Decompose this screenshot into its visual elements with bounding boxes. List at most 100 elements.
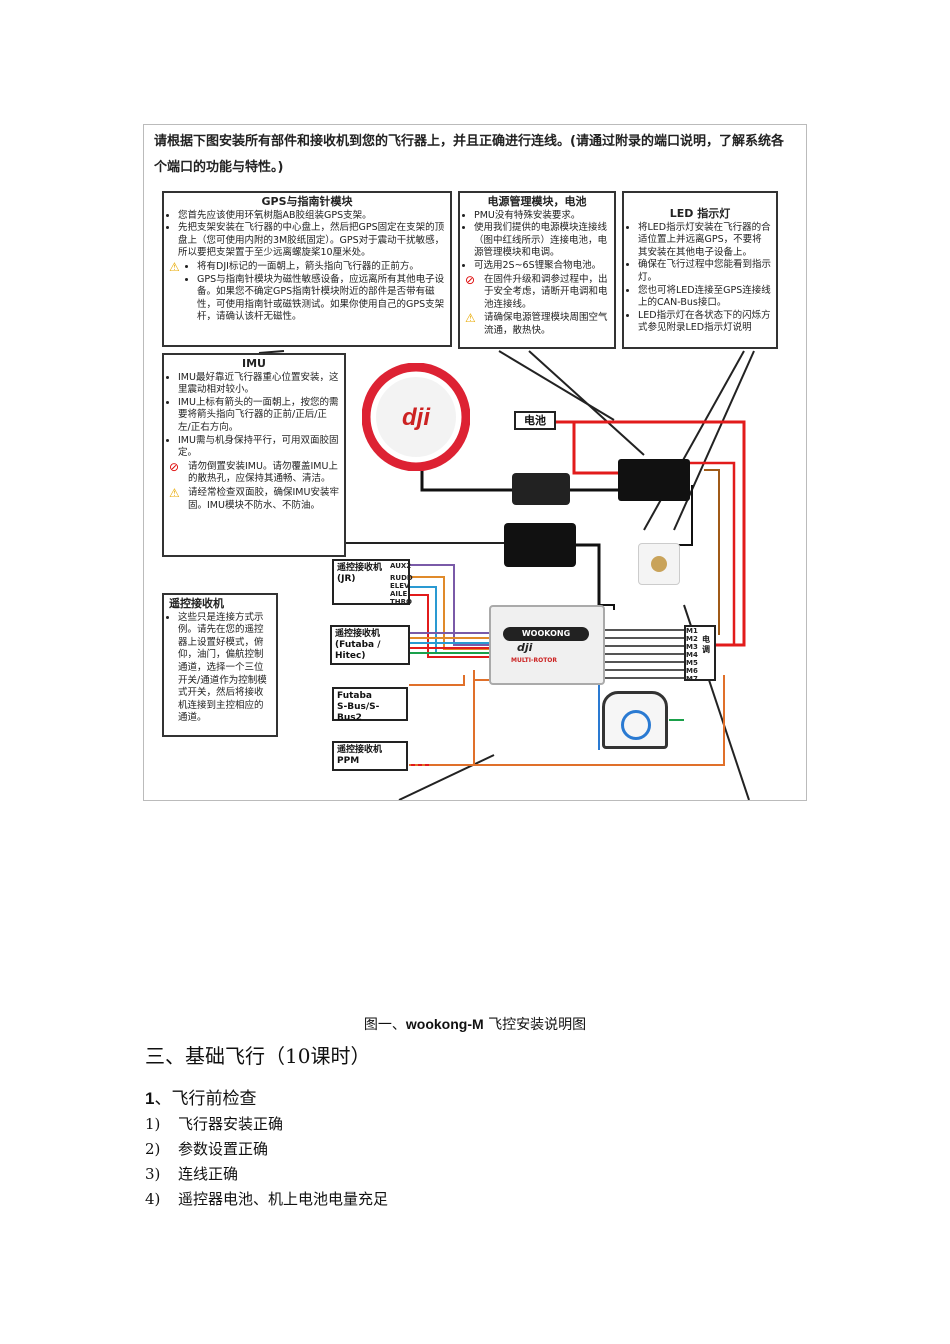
fc-sub: MULTI-ROTOR	[511, 657, 558, 664]
pmu-prohibit-text: 在固件升级和调参过程中，出于安全考虑，请断开电调和电池连接线。	[484, 273, 608, 310]
wiring-diagram: 请根据下图安装所有部件和接收机到您的飞行器上，并且正确进行连线。(请通过附录的端…	[143, 124, 807, 801]
led-bullet: 您也可将LED连接至GPS连接线上的CAN-Bus接口。	[638, 285, 771, 310]
preflight-checklist: 1) 飞行器安装正确 2) 参数设置正确 3) 连线正确 4) 遥控器电池、机上电池电量…	[145, 1112, 388, 1212]
esc-block: 电调	[684, 625, 716, 681]
power-cable	[556, 420, 746, 647]
gps-box-title: GPS与指南针模块	[261, 195, 353, 208]
esc-cable	[704, 469, 720, 635]
prohibit-icon: ⊘	[465, 272, 476, 287]
list-item: 2) 参数设置正确	[145, 1137, 388, 1162]
warning-icon: ⚠	[169, 485, 180, 500]
subsection-title: 1、飞行前检查	[145, 1084, 256, 1109]
leader-line	[498, 350, 615, 421]
pmu-unit	[618, 459, 690, 501]
warning-icon: ⚠	[169, 259, 180, 274]
gps-box: GPS与指南针模块 您首先应该使用环氧树脂AB胶组装GPS支架。 先把支架安装在…	[162, 191, 452, 347]
motor-port: M2	[686, 635, 698, 643]
figure-intro: 请根据下图安装所有部件和接收机到您的飞行器上，并且正确进行连线。(请通过附录的端…	[154, 134, 784, 175]
warning-icon: ⚠	[465, 311, 476, 326]
imu-bullet: IMU上标有箭头的一面朝上，按您的需要将箭头指向飞行器的正前/正后/正左/正右方…	[178, 397, 339, 435]
motor-port: M1	[686, 627, 698, 635]
jr-port: AUX2	[390, 562, 412, 570]
jr-port: AILE	[390, 590, 408, 598]
fc-brand-logo: dji	[517, 641, 533, 654]
rx-wire	[409, 564, 494, 646]
section-title: 三、基础飞行（10课时）	[145, 1044, 371, 1068]
gps-brand-logo: dji	[402, 404, 431, 431]
jr-port: ELEV	[390, 582, 410, 590]
rx-futaba-label: 遥控接收机 (Futaba / Hitec)	[330, 625, 410, 665]
imu-bullet: IMU最好靠近飞行器重心位置安装，这里震动相对较小。	[178, 372, 339, 397]
list-item: 3) 连线正确	[145, 1162, 388, 1187]
caption-prefix: 图一、	[363, 1017, 406, 1033]
wiring-lines	[258, 350, 755, 800]
caption-bold: wookong-M	[405, 1016, 484, 1032]
led-box-title: LED 指示灯	[669, 207, 731, 220]
imu-bullet: IMU需与机身保持平行，可用双面胶固定。	[178, 435, 339, 460]
motor-port: M5	[686, 659, 698, 667]
imu-unit	[504, 523, 576, 567]
pmu-bullet: 使用我们提供的电源模块连接线（图中红线所示）连接电池，电源管理模块和电调。	[474, 222, 609, 260]
pmu-bullet: 可选用2S~6S锂聚合物电池。	[474, 260, 609, 273]
rx-box-title: 遥控接收机	[169, 597, 224, 610]
rx-sbus-label: Futaba S-Bus/S-Bus2	[332, 687, 408, 723]
rx-box: 遥控接收机 这些只是连接方式示例。请先在您的遥控器上设置好模式，俯仰，油门，偏航…	[162, 593, 278, 737]
list-item-text: 飞行器安装正确	[178, 1115, 284, 1133]
gimbal-camera-icon	[621, 710, 651, 740]
power-cable	[556, 420, 622, 475]
pmu-warning: ⚠ 请确保电源管理模块周围空气流通，散热快。	[465, 312, 609, 337]
rx-box-text: 这些只是连接方式示例。请先在您的遥控器上设置好模式，俯仰，油门，偏航控制通道，选…	[178, 612, 271, 725]
list-item-num: 2)	[145, 1140, 161, 1158]
fc-name: WOOKONG	[503, 627, 589, 641]
can-hub	[512, 473, 570, 505]
pmu-prohibit: ⊘ 在固件升级和调参过程中，出于安全考虑，请断开电调和电池连接线。	[465, 272, 609, 312]
list-item-num: 4)	[145, 1190, 161, 1208]
imu-warning: ⚠ 请经常检查双面胶，确保IMU安装牢固。IMU模块不防水、不防油。	[169, 485, 339, 512]
list-item-text: 遥控器电池、机上电池电量充足	[178, 1190, 389, 1208]
list-item: 1) 飞行器安装正确	[145, 1112, 388, 1137]
gps-bullet: 您首先应该使用环氧树脂AB胶组装GPS支架。	[178, 210, 445, 223]
battery-label: 电池	[514, 411, 556, 430]
imu-cable	[574, 543, 601, 605]
led-light-icon	[651, 556, 667, 572]
led-indicator	[638, 543, 680, 585]
leader-line	[398, 754, 495, 800]
gps-cable	[420, 465, 514, 492]
gps-compass-module: dji	[362, 363, 470, 471]
list-item-num: 3)	[145, 1165, 161, 1183]
list-item-text: 连线正确	[178, 1165, 239, 1183]
list-item-num: 1)	[145, 1115, 161, 1133]
camera-gimbal	[602, 691, 668, 749]
gps-bullet: 先把支架安装在飞行器的中心盘上，然后把GPS固定在支架的顶盘上（您可使用内附的3…	[178, 222, 445, 260]
pmu-warn-text: 请确保电源管理模块周围空气流通，散热快。	[484, 312, 608, 336]
power-cable	[689, 461, 736, 645]
leader-line	[528, 350, 645, 456]
leader-line	[258, 350, 285, 354]
esc-label: 电调	[702, 635, 710, 654]
gps-warn-line: 将有DJI标记的一面朝上，箭头指向飞行器的正前方。	[197, 261, 445, 274]
motor-port: M7	[686, 675, 698, 683]
prohibit-icon: ⊘	[169, 459, 180, 474]
pmu-box: 电源管理模块，电池 PMU没有特殊安装要求。 使用我们提供的电源模块连接线（图中…	[458, 191, 616, 349]
imu-prohibit: ⊘ 请勿倒置安装IMU。请勿覆盖IMU上的散热孔，应保持其通畅、清洁。	[169, 459, 339, 486]
imu-box-title: IMU	[242, 357, 266, 370]
jr-port: THRO	[390, 598, 412, 606]
motor-port: M3	[686, 643, 698, 651]
leader-line	[643, 350, 745, 531]
rx-ppm-label: 遥控接收机PPM	[332, 741, 408, 771]
flight-controller: WOOKONG MULTI-ROTOR dji	[489, 605, 605, 685]
subsection-text: 、飞行前检查	[154, 1089, 257, 1109]
list-item: 4) 遥控器电池、机上电池电量充足	[145, 1187, 388, 1212]
pmu-bullet: PMU没有特殊安装要求。	[474, 210, 609, 223]
rx-jr-label: 遥控接收机 (JR)	[332, 559, 410, 605]
gps-warning: ⚠ 将有DJI标记的一面朝上，箭头指向飞行器的正前方。 GPS与指南针模块为磁性…	[169, 259, 445, 324]
list-item-text: 参数设置正确	[178, 1140, 269, 1158]
motor-port: M6	[686, 667, 698, 675]
figure-caption: 图一、wookong-M 飞控安装说明图	[0, 1014, 950, 1034]
motor-port: M4	[686, 651, 698, 659]
jr-port: RUDD	[390, 574, 413, 582]
led-bullet: LED指示灯在各状态下的闪烁方式参见附录LED指示灯说明	[638, 310, 771, 335]
imu-box: IMU IMU最好靠近飞行器重心位置安装，这里震动相对较小。 IMU上标有箭头的…	[162, 353, 346, 557]
rx-wire	[409, 594, 494, 658]
imu-prohibit-text: 请勿倒置安装IMU。请勿覆盖IMU上的散热孔，应保持其通畅、清洁。	[188, 460, 338, 485]
